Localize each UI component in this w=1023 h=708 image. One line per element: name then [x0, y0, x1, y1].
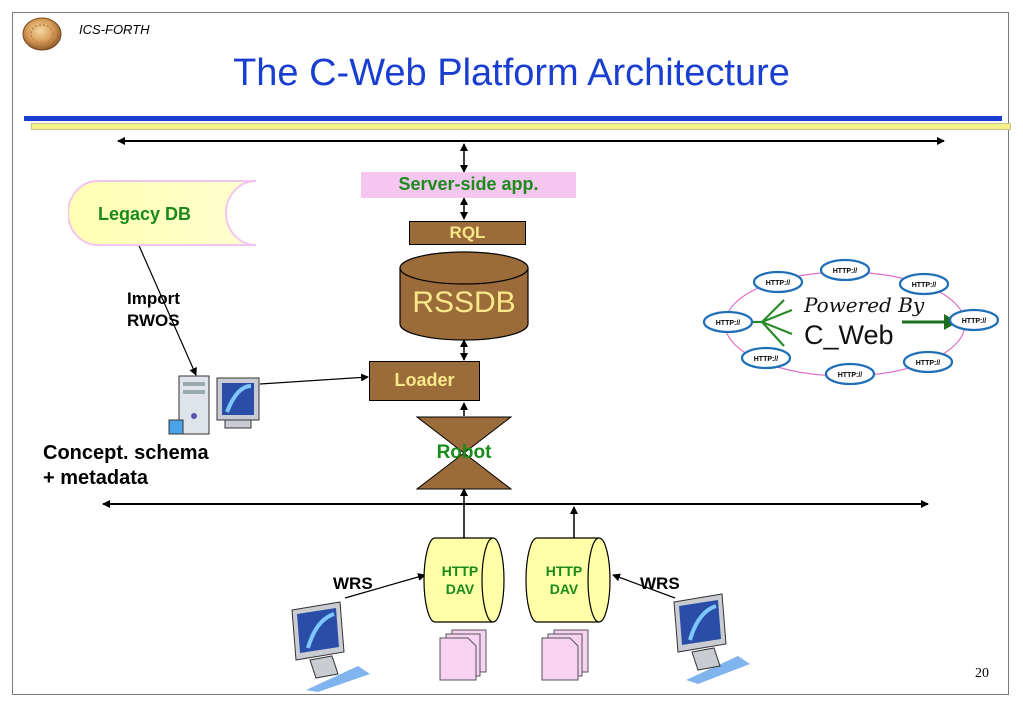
documents-left-icon: [439, 629, 487, 681]
loader-box: [369, 361, 480, 401]
robot-label: Robot: [436, 442, 492, 463]
node-label: HTTP://: [754, 356, 779, 363]
schema-label-line2: + metadata: [43, 467, 149, 489]
loader-label: Loader: [394, 370, 455, 390]
node-label: HTTP://: [716, 320, 741, 327]
http-dav-right-line2: DAV: [549, 581, 579, 597]
http-dav-left-line2: DAV: [445, 581, 475, 597]
schema-label-line1: Concept. schema: [43, 442, 209, 464]
rwos-label: RWOS: [127, 311, 180, 330]
node-label: HTTP://: [838, 372, 863, 379]
documents-right-icon: [541, 629, 589, 681]
cweb-text: C_Web: [804, 320, 894, 350]
rql-label: RQL: [449, 223, 486, 242]
rql-box: [409, 221, 526, 245]
client-monitor-left-icon: [291, 601, 370, 692]
page-number: 20: [975, 666, 989, 681]
node-label: HTTP://: [833, 268, 858, 275]
page-title: The C-Web Platform Architecture: [233, 52, 790, 94]
client-monitor-right-icon: [673, 593, 750, 684]
http-dav-right-cylinder: [525, 537, 611, 623]
legacy-db-shape: [68, 180, 257, 246]
rssdb-cylinder: [399, 251, 529, 341]
http-dav-right-line1: HTTP: [545, 563, 583, 579]
node-label: HTTP://: [916, 360, 941, 367]
rssdb-label: RSSDB: [412, 286, 516, 319]
slide-frame: [12, 12, 1009, 695]
workstation-icon: [168, 375, 260, 435]
node-label: HTTP://: [766, 280, 791, 287]
title-rule-blue: [24, 116, 1002, 121]
wrs-left-label: WRS: [333, 574, 373, 593]
powered-by-text: Powered By: [803, 293, 925, 317]
server-side-app-box: [361, 172, 576, 198]
node-label: HTTP://: [962, 318, 987, 325]
ics-forth-logo: [22, 17, 62, 51]
header-org: ICS-FORTH: [79, 22, 150, 37]
robot-hourglass: [416, 416, 512, 490]
node-label: HTTP://: [912, 282, 937, 289]
http-dav-left-line1: HTTP: [441, 563, 479, 579]
title-rule-yellow: [31, 123, 1011, 130]
powered-by-cweb-graphic: HTTP:// HTTP:// HTTP:// HTTP:// HTTP:// …: [702, 258, 1000, 386]
legacy-db-label: Legacy DB: [98, 204, 192, 224]
import-label: Import: [127, 289, 180, 308]
http-dav-left-cylinder: [423, 537, 505, 623]
server-side-app-label: Server-side app.: [398, 174, 539, 194]
wrs-right-label: WRS: [640, 574, 680, 593]
